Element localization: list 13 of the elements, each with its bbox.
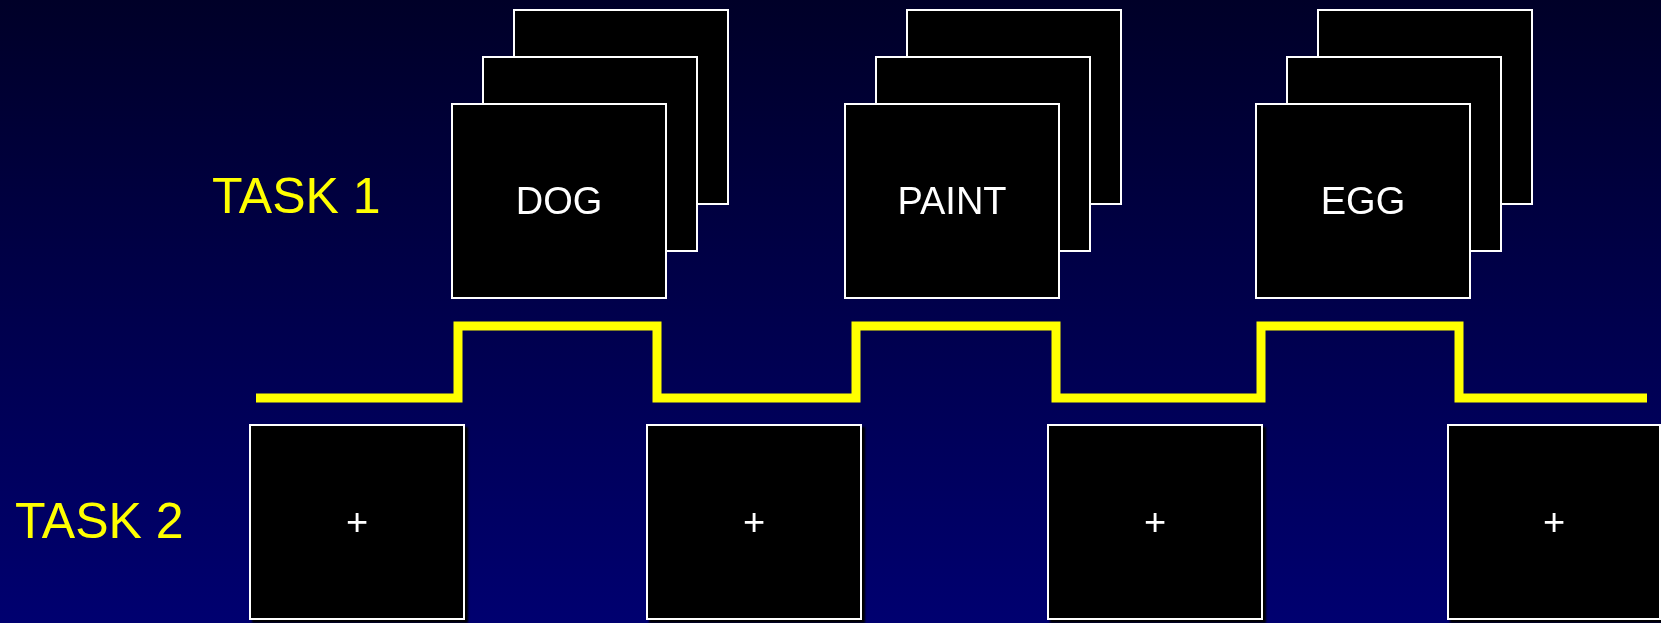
fixation-cross: + (1143, 500, 1167, 544)
task-label: TASK 1 (212, 171, 381, 221)
fixation-cross: + (1542, 500, 1566, 544)
stimulus-word: EGG (1320, 179, 1406, 223)
task-label: TASK 2 (15, 496, 184, 546)
fixation-cross: + (742, 500, 766, 544)
stimulus-word: DOG (515, 179, 603, 223)
stimulus-word: PAINT (897, 179, 1007, 223)
fixation-card (646, 424, 862, 620)
fixation-cross: + (345, 500, 369, 544)
fixation-card (249, 424, 465, 620)
fixation-card (1047, 424, 1263, 620)
fixation-card (1447, 424, 1661, 620)
